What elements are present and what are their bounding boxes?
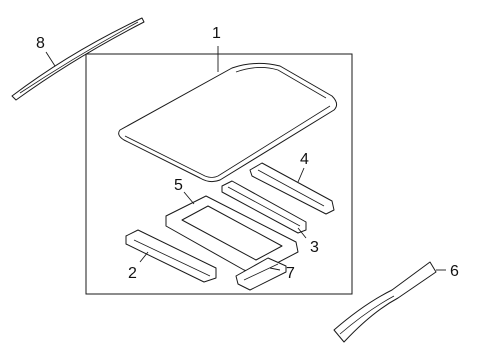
part-1-roof-panel: [118, 46, 338, 183]
part-7-rear-reinforcement: [235, 257, 287, 291]
part-4-front-header: [249, 162, 335, 215]
callout-5: 5: [174, 177, 183, 194]
part-8-drip-molding: [11, 17, 145, 101]
callout-4: 4: [300, 151, 309, 168]
callout-3: 3: [310, 239, 319, 256]
part-2-rear-header: [125, 229, 217, 283]
callout-2: 2: [128, 265, 137, 282]
callout-7: 7: [286, 265, 295, 282]
part-6-pillar-molding: [333, 261, 446, 343]
part-3-reinforcement: [221, 180, 307, 239]
part-5-sunroof-frame: [165, 191, 299, 275]
callout-6: 6: [450, 263, 459, 280]
callout-1: 1: [212, 25, 221, 42]
callout-8: 8: [36, 35, 45, 52]
